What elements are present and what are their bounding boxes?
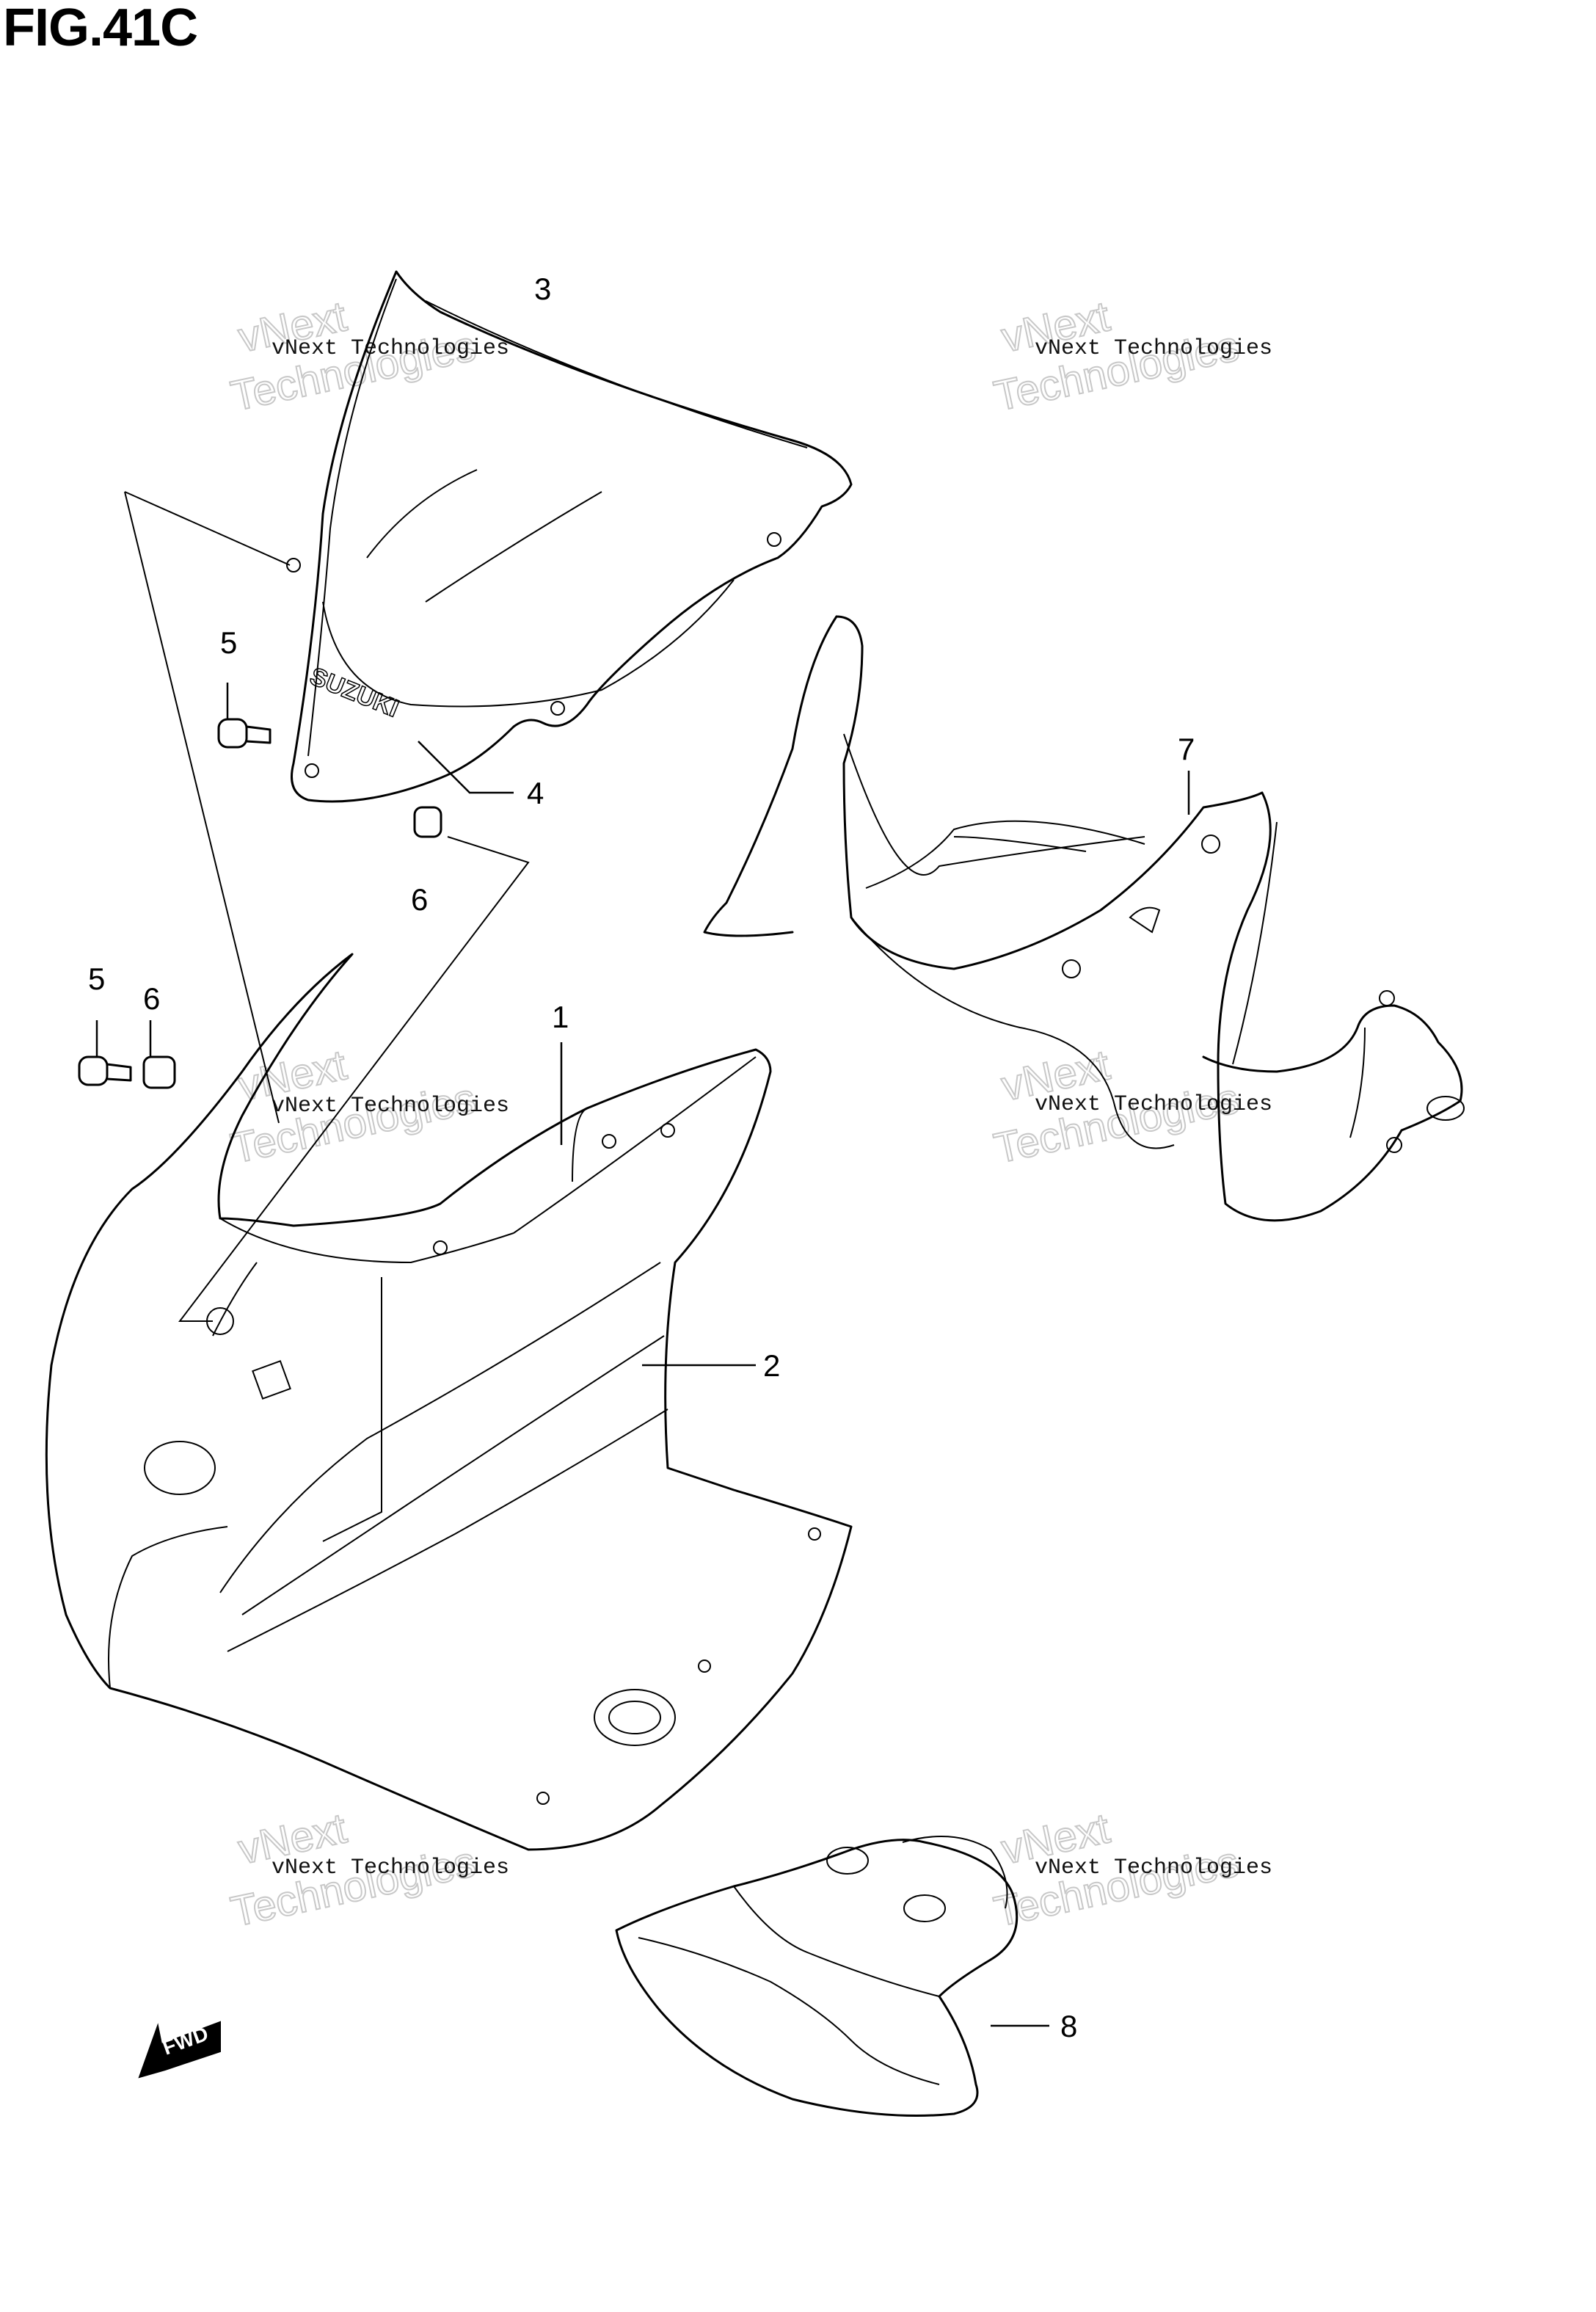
assembly-guide-lines (124, 491, 530, 1322)
callout-3: 3 (534, 272, 551, 306)
forward-direction-arrow: FWD (138, 2021, 221, 2079)
watermark-text: vNext Technologies (272, 336, 509, 361)
callout-5-lower: 5 (88, 961, 105, 996)
fairing-part-1 (45, 953, 853, 1851)
leader-lines (95, 683, 1190, 2027)
nut-part-6-upper (413, 806, 442, 838)
inner-fairing-part-7 (703, 615, 1465, 1222)
watermark-bottom-right: vNext Technologies vNext Technologies (989, 1803, 1272, 1936)
callout-1: 1 (552, 1000, 569, 1034)
callout-labels: 3 5 4 6 5 6 1 2 7 8 (88, 272, 1195, 2043)
watermark-text: vNext Technologies (1035, 1092, 1272, 1117)
callout-6-lower: 6 (143, 981, 160, 1016)
bolt-part-5-upper (217, 718, 272, 749)
watermark-mid-right: vNext Technologies vNext Technologies (989, 1040, 1272, 1173)
figure-title: FIG.41C (3, 0, 198, 57)
windscreen-brand-logo: SUZUKI (306, 662, 403, 723)
watermark-top-right: vNext Technologies vNext Technologies (989, 291, 1272, 421)
bolt-part-5-lower (78, 1055, 132, 1086)
watermark-mid-left: vNext Technologies vNext Technologies (226, 1040, 509, 1173)
watermark-text: vNext Technologies (272, 1094, 509, 1119)
callout-2: 2 (763, 1348, 780, 1383)
watermark-text: vNext Technologies (272, 1855, 509, 1880)
callout-7: 7 (1178, 732, 1195, 766)
callout-6-upper: 6 (411, 882, 428, 917)
callout-8: 8 (1060, 2009, 1077, 2043)
watermark-text: vNext Technologies (1035, 336, 1272, 361)
callout-4: 4 (527, 776, 544, 810)
callout-5-upper: 5 (220, 625, 237, 660)
nut-part-6-lower (142, 1055, 176, 1089)
lower-cover-part-8 (615, 1836, 1019, 2117)
watermark-text: vNext Technologies (1035, 1855, 1272, 1880)
watermark-top-left: vNext Technologies vNext Technologies (226, 291, 509, 421)
